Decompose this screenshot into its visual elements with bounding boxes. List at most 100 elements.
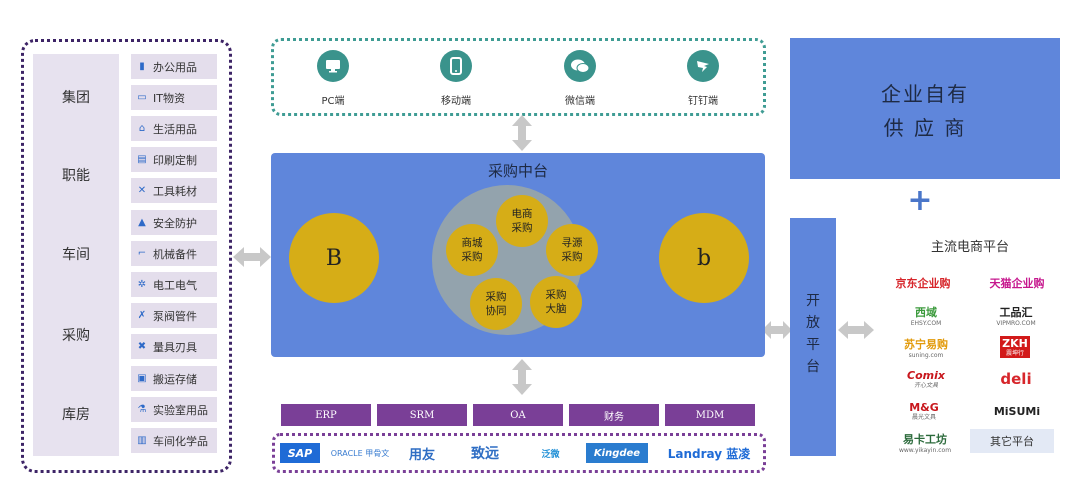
category-item: ⚗ 实验室用品 (131, 397, 217, 422)
cross-tools-icon: ✖ (137, 340, 147, 352)
department-label: 采购 (62, 328, 90, 344)
system-tag: SRM (377, 404, 467, 426)
channel-dingtalk: 钉钉端 (668, 50, 738, 107)
vendor-logo: 用友 (408, 447, 435, 463)
category-label: 实验室用品 (153, 403, 208, 417)
channel-label: 微信端 (565, 96, 595, 107)
category-item: ▭ IT物资 (131, 85, 217, 110)
category-label: 印刷定制 (153, 153, 197, 167)
module-circle: 寻源 采购 (546, 224, 598, 276)
tools-icon: ✕ (137, 184, 147, 196)
vendor-logo: 泛微 (541, 449, 560, 460)
channel-mobile: 移动端 (421, 50, 491, 107)
category-label: 办公用品 (153, 60, 197, 74)
double-arrow-horizontal-icon (762, 321, 792, 339)
vendor-logo: ORACLE 甲骨文 (330, 448, 390, 458)
supplier-box (790, 38, 1060, 179)
channel-label: 钉钉端 (688, 96, 718, 107)
gear-icon: ✲ (137, 278, 147, 290)
cart-icon: ▣ (137, 372, 147, 384)
category-item: ✖ 量具刃具 (131, 334, 217, 359)
channel-pc: PC端 (298, 50, 368, 107)
category-label: 搬运存储 (153, 372, 197, 386)
double-arrow-horizontal-icon (838, 321, 874, 339)
department-label: 集团 (62, 90, 90, 106)
helmet-icon: ▲ (138, 216, 146, 228)
category-item: ▲ 安全防护 (131, 210, 217, 235)
plus-icon: + (907, 183, 933, 218)
category-label: 生活用品 (153, 122, 197, 136)
category-item: ▮ 办公用品 (131, 54, 217, 79)
system-tag: ERP (281, 404, 371, 426)
system-tag: OA (473, 404, 563, 426)
channel-wechat: 微信端 (545, 50, 615, 107)
supplier-title: 企业自有 (881, 82, 969, 106)
category-label: 工具耗材 (153, 184, 197, 198)
home-icon: ⌂ (138, 122, 146, 134)
category-label: 车间化学品 (153, 434, 208, 448)
open-platform-label: 开 放 平 台 (806, 293, 820, 375)
department-label: 职能 (62, 168, 90, 184)
robot-arm-icon: ⌐ (137, 247, 147, 259)
channel-label: PC端 (321, 96, 345, 107)
category-label: 电工电气 (153, 278, 197, 292)
b2b-circle: B (289, 213, 379, 303)
platform-title: 采购中台 (487, 162, 548, 180)
ecommerce-logo: deli (1000, 370, 1032, 388)
ecommerce-logo: MiSUMi (993, 404, 1041, 418)
category-item: ▤ 印刷定制 (131, 147, 217, 172)
wrench-icon: ✗ (137, 309, 147, 321)
vendor-logo: Landray 蓝凌 (667, 446, 751, 461)
open-platform-bar (790, 218, 836, 456)
b2c-circle: b (659, 213, 749, 303)
left-panel-frame (21, 39, 232, 473)
other-platform-box: 其它平台 (970, 429, 1054, 453)
category-label: 泵阀管件 (153, 309, 197, 323)
department-label: 车间 (62, 247, 90, 263)
channel-label: 移动端 (441, 96, 471, 107)
department-label: 库房 (62, 407, 90, 423)
category-label: 量具刃具 (153, 340, 197, 354)
dingtalk-icon (687, 50, 719, 82)
flask-icon: ⚗ (137, 403, 147, 415)
wechat-icon (564, 50, 596, 82)
system-tag: MDM (665, 404, 755, 426)
category-item: ⌐ 机械备件 (131, 241, 217, 266)
vendor-logo: 致远 (471, 446, 499, 462)
channel-frame (271, 38, 766, 116)
book-icon: ▮ (139, 60, 145, 72)
module-circle: 电商 采购 (496, 195, 548, 247)
module-circle: 采购 大脑 (530, 276, 582, 328)
desktop-icon (317, 50, 349, 82)
module-circle: 采购 协同 (470, 278, 522, 330)
department-column: 集团 职能 车间 采购 库房 (33, 54, 119, 456)
module-circle: 商城 采购 (446, 224, 498, 276)
category-item: ▣ 搬运存储 (131, 366, 217, 391)
mobile-icon (440, 50, 472, 82)
category-label: IT物资 (153, 91, 185, 105)
ecommerce-logo: 天猫企业购 (989, 277, 1045, 290)
printer-icon: ▤ (137, 153, 147, 165)
category-label: 机械备件 (153, 247, 197, 261)
double-arrow-horizontal-icon (233, 247, 271, 267)
category-label: 安全防护 (153, 216, 197, 230)
vendor-frame (272, 433, 766, 473)
category-item: ⌂ 生活用品 (131, 116, 217, 141)
ecommerce-logo: 京东企业购 (895, 277, 951, 290)
bar-chart-icon: ▥ (137, 434, 147, 446)
system-tag: 财务 (569, 404, 659, 426)
category-item: ✗ 泵阀管件 (131, 303, 217, 328)
double-arrow-vertical-icon (512, 115, 532, 151)
supplier-title: 供 应 商 (883, 116, 967, 140)
ecommerce-title: 主流电商平台 (930, 240, 1009, 255)
category-item: ✲ 电工电气 (131, 272, 217, 297)
monitor-icon: ▭ (137, 91, 147, 103)
double-arrow-vertical-icon (512, 359, 532, 395)
category-item: ✕ 工具耗材 (131, 178, 217, 203)
